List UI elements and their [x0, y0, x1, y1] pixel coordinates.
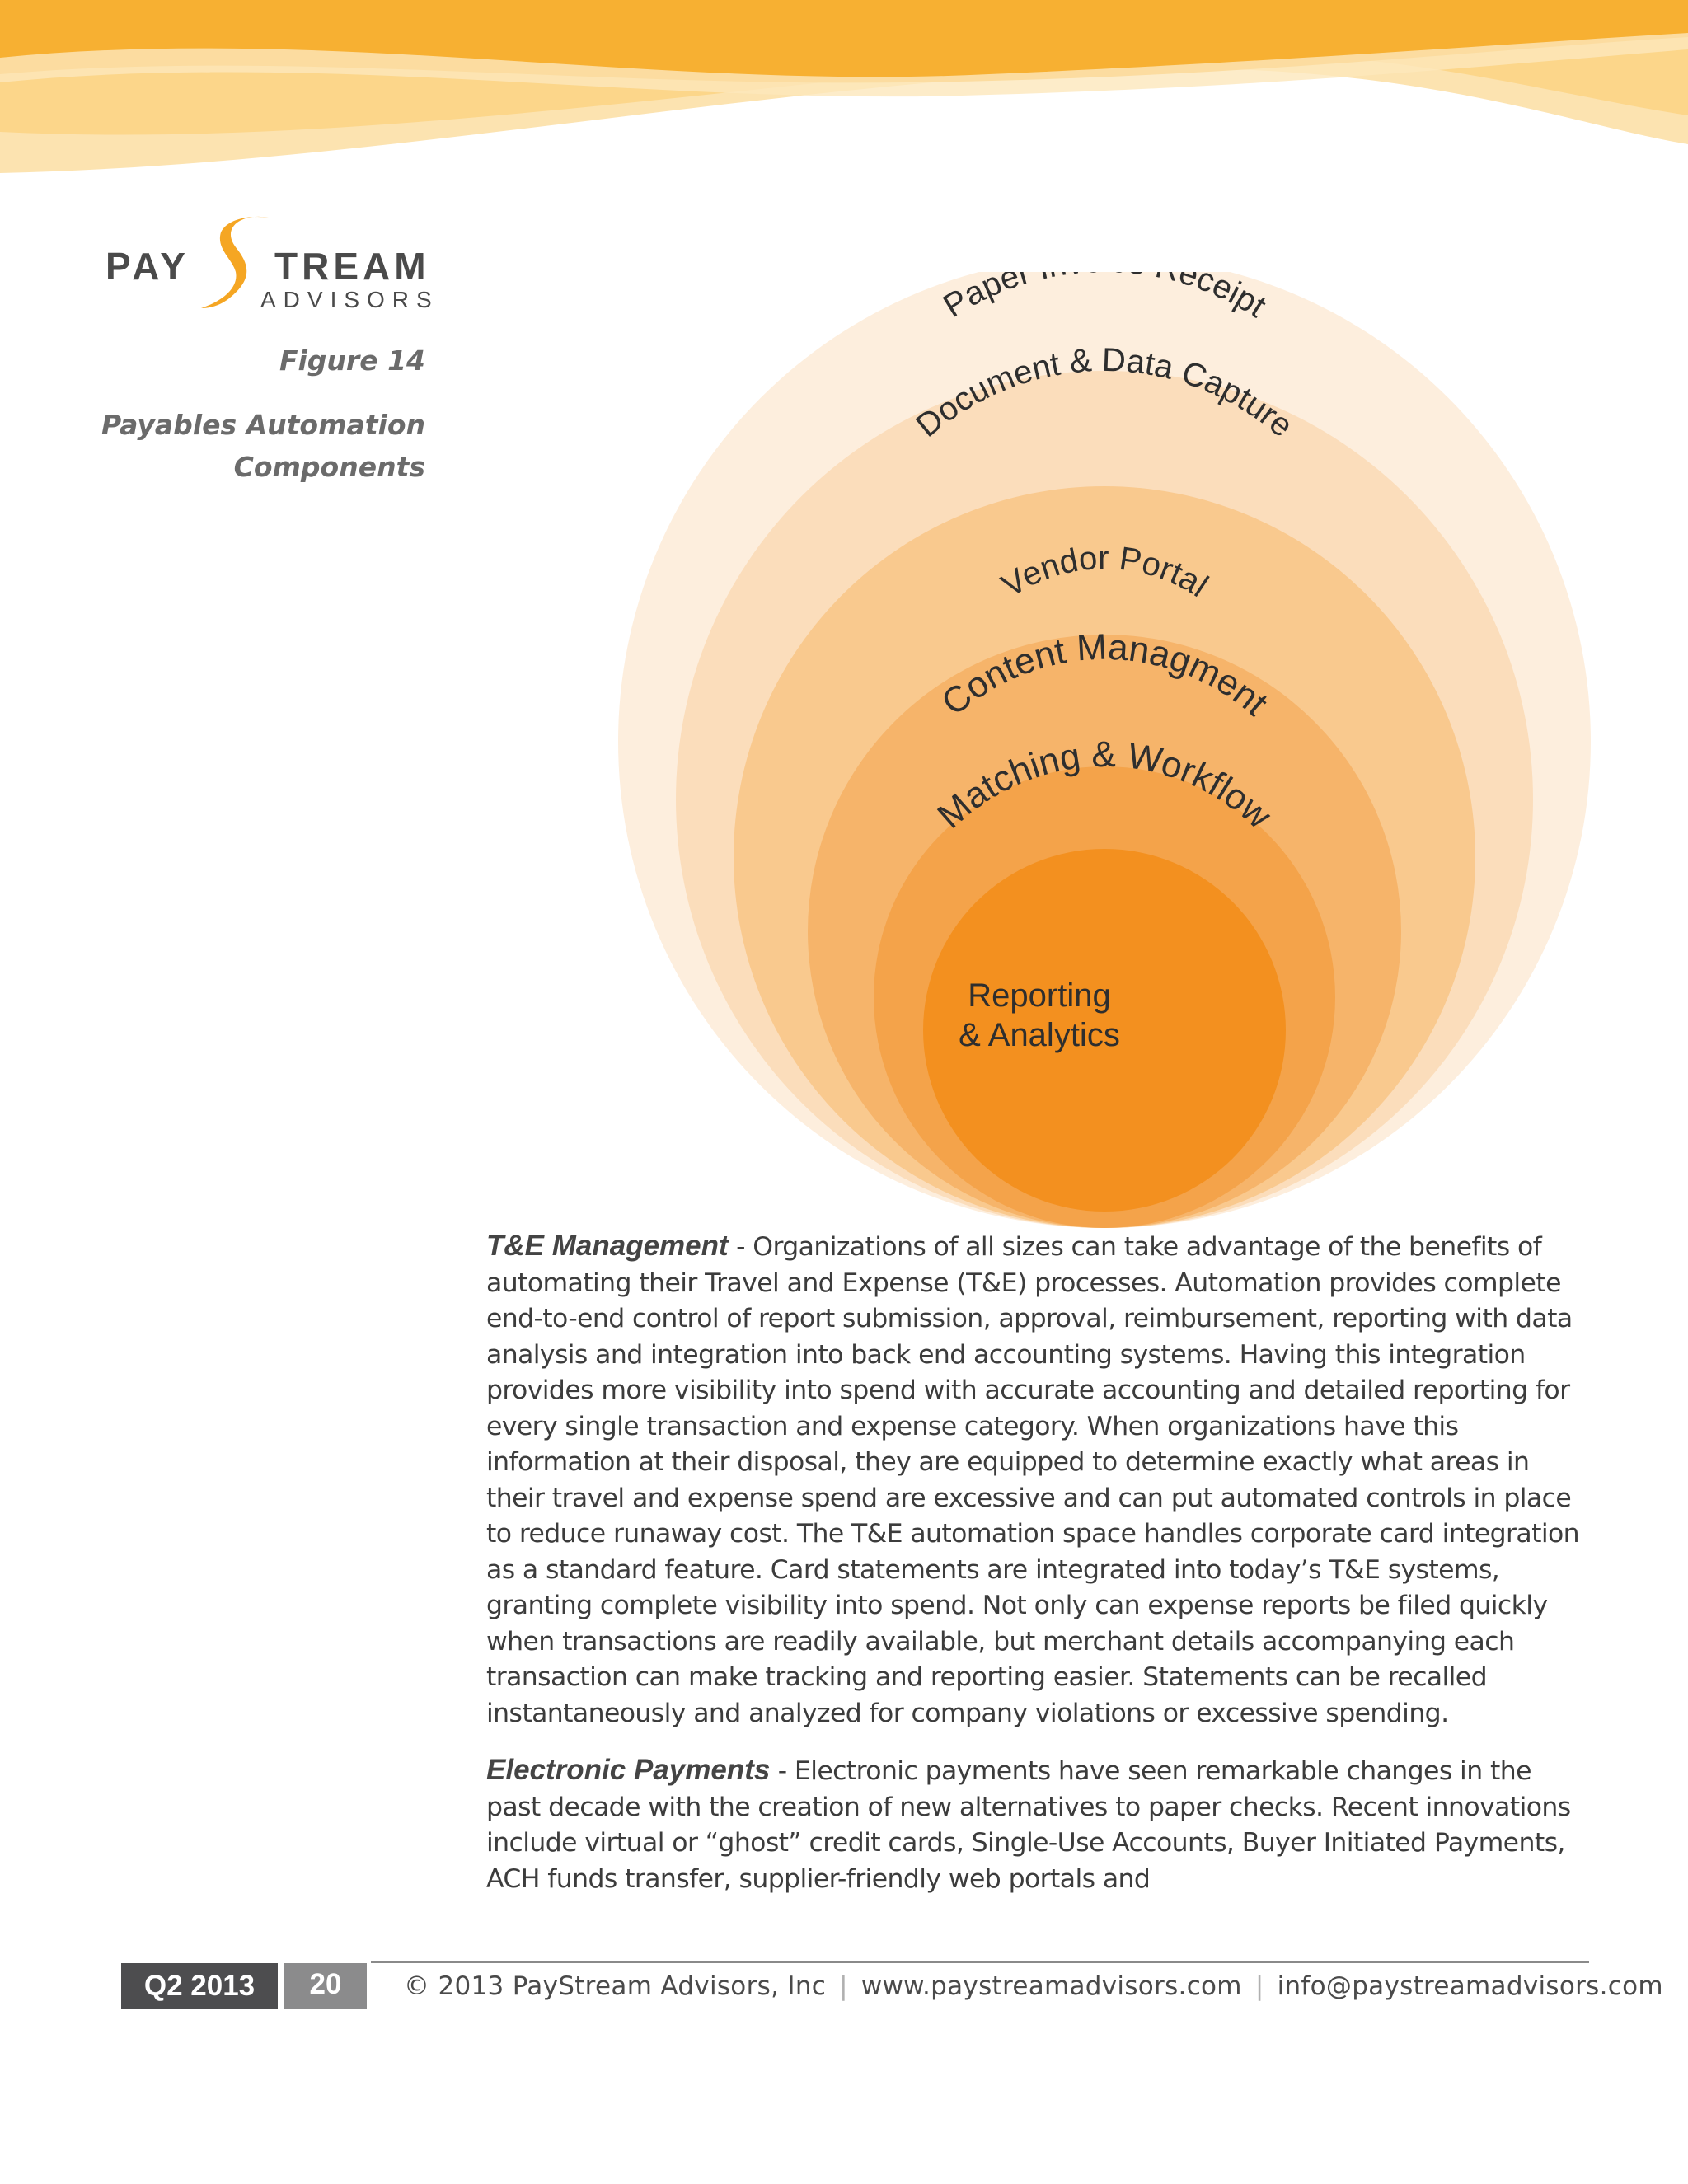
core-label-line2: & Analytics [959, 1017, 1120, 1053]
paragraph-electronic-payments: Electronic Payments - Electronic payment… [486, 1752, 1591, 1897]
heading-electronic-payments: Electronic Payments [486, 1754, 770, 1786]
footer-info: © 2013 PayStream Advisors, Inc | www.payst… [404, 1971, 1663, 2001]
heading-te-management: T&E Management [486, 1230, 729, 1262]
core-label-line1: Reporting [968, 977, 1110, 1014]
logo-text-pay: PAY [106, 244, 190, 288]
paragraph-te-management: T&E Management - Organizations of all si… [486, 1228, 1591, 1732]
text-te-management: - Organizations of all sizes can take ad… [486, 1232, 1579, 1728]
logo-text-tream: TREAM [274, 244, 430, 288]
payables-components-diagram: Paper Invoice Receipt Document & Data Ca… [560, 272, 1648, 1228]
footer-page-number: 20 [284, 1963, 367, 2009]
body-text: T&E Management - Organizations of all si… [486, 1228, 1591, 1918]
paystream-logo: PAY TREAM ADVISORS [106, 213, 435, 312]
footer-email-link[interactable]: info@paystreamadvisors.com [1278, 1971, 1663, 2001]
footer-quarter-badge: Q2 2013 [121, 1963, 278, 2009]
footer-website-link[interactable]: www.paystreamadvisors.com [861, 1971, 1242, 2001]
footer-copyright: © 2013 PayStream Advisors, Inc [404, 1971, 826, 2001]
figure-title: Payables Automation Components [79, 404, 425, 488]
footer-separator: | [1255, 1971, 1264, 2001]
logo-text-advisors: ADVISORS [260, 287, 439, 313]
top-wave-banner [0, 0, 1688, 190]
footer-rule [371, 1961, 1589, 1963]
figure-number: Figure 14 [279, 340, 425, 382]
footer-separator: | [839, 1971, 848, 2001]
